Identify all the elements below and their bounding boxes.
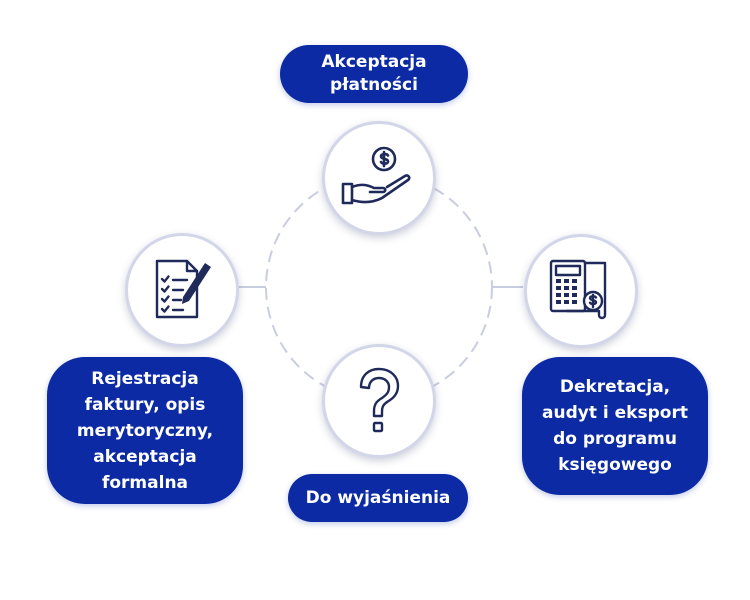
- step-label-payment-approval: Akceptacja płatności: [280, 45, 468, 103]
- step-label-decree-audit: Dekretacja, audyt i eksport do programu …: [522, 357, 708, 495]
- document-pen-icon: [155, 259, 211, 319]
- step-label-to-clarify: Do wyjaśnienia: [288, 474, 468, 522]
- node-payment-approval: [322, 121, 436, 235]
- node-to-clarify: [322, 344, 436, 458]
- node-decree-audit: [524, 234, 638, 348]
- question-mark-icon: [359, 367, 400, 433]
- hand-coin-icon: [341, 146, 411, 205]
- step-label-invoice-registration: Rejestracja faktury, opis merytoryczny, …: [47, 357, 243, 504]
- calculator-receipt-icon: [549, 259, 607, 320]
- node-invoice-registration: [125, 233, 239, 347]
